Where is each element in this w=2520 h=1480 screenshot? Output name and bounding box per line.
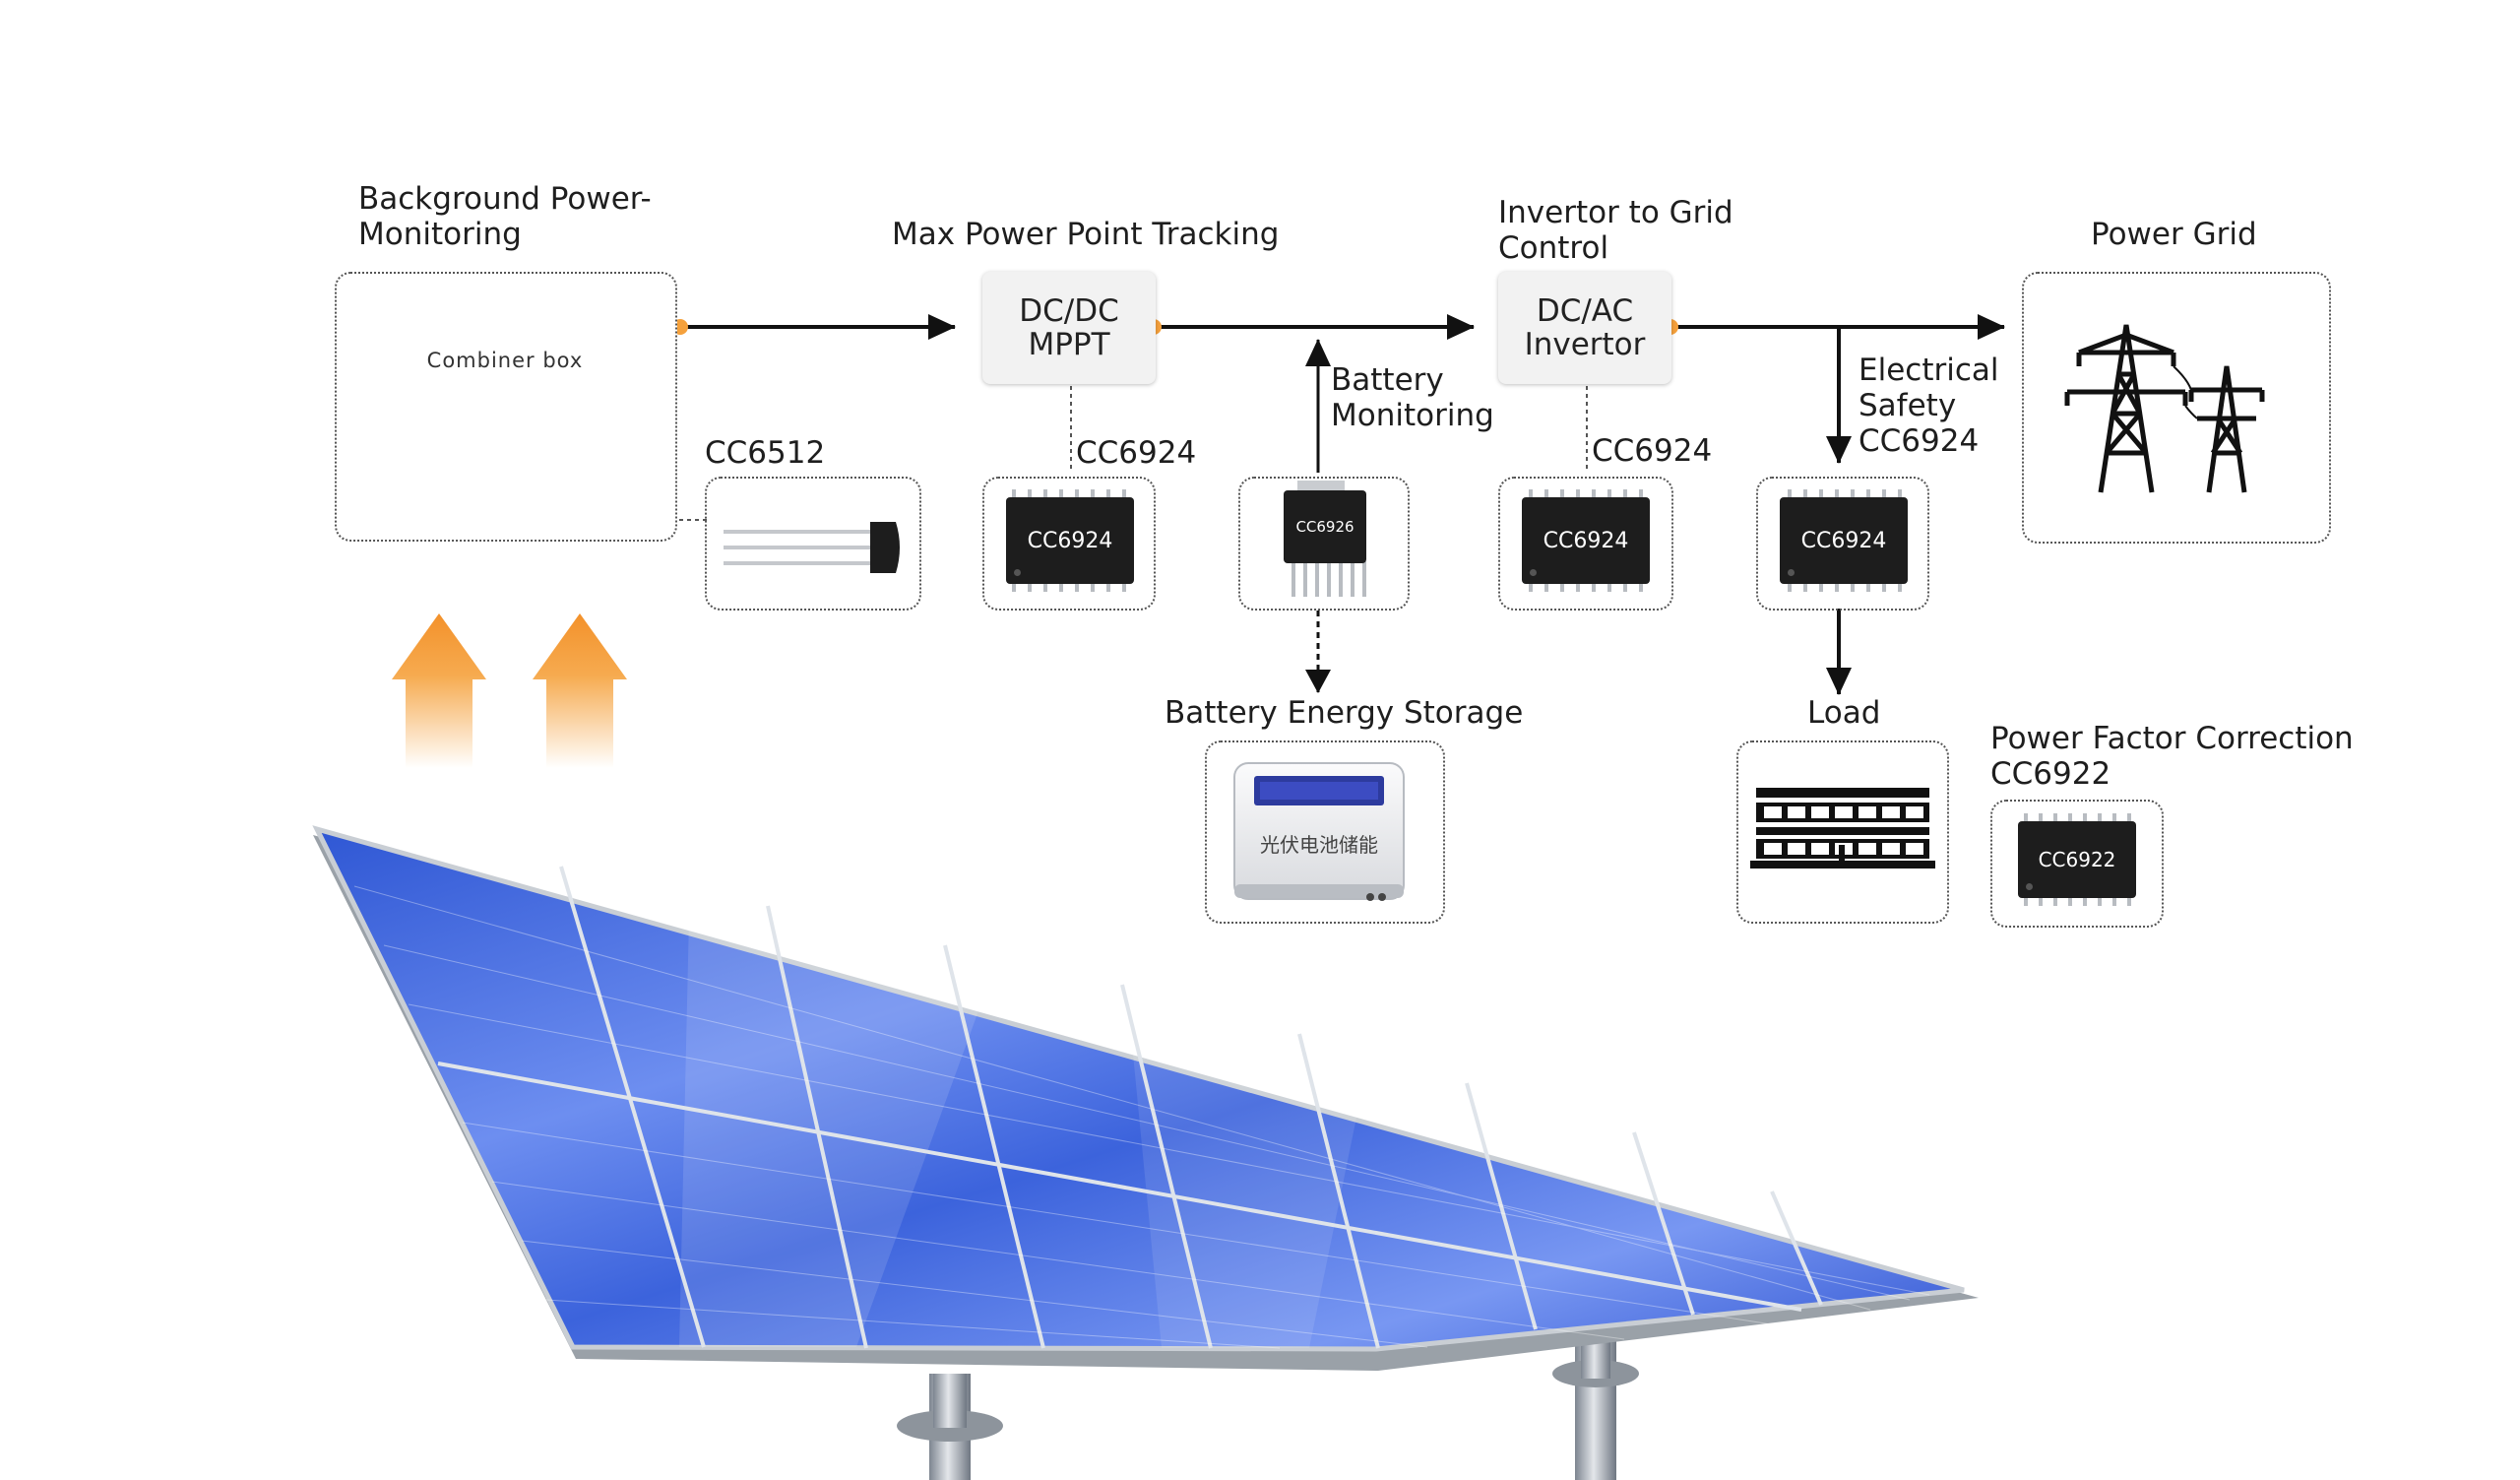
safety-chip: CC6924 (1780, 497, 1908, 584)
safety-chip-frame (1756, 477, 1929, 611)
heat-arrow-left (392, 613, 486, 768)
safety-chip-text: CC6924 (1800, 528, 1887, 553)
solar-panel-illustration (312, 825, 1979, 1480)
mppt-label: Max Power Point Tracking (892, 217, 1280, 252)
battery-chip: CC6926 (1284, 490, 1366, 563)
sensor-illustration (724, 522, 900, 573)
invertor-control-label: Invertor to Grid Control (1498, 195, 1733, 266)
battery-chip-frame (1238, 477, 1410, 611)
chip-pins (1012, 489, 2131, 906)
battery-device-illustration (1233, 762, 1405, 901)
battery-device-text: 光伏电池储能 (1260, 833, 1378, 857)
mppt-chip: CC6924 (1006, 497, 1134, 584)
dcdc-mppt-node: DC/DC MPPT (982, 272, 1156, 384)
load-frame (1736, 740, 1949, 924)
pfc-chip-text: CC6922 (2038, 848, 2116, 871)
panel-face (312, 825, 1965, 1352)
mppt-chip-text: CC6924 (1027, 528, 1113, 553)
transmission-tower-icon (2064, 324, 2265, 493)
mppt-chip-label: CC6924 (1076, 435, 1197, 471)
mppt-chip-frame (982, 477, 1156, 611)
battery-storage-label: Battery Energy Storage (1165, 695, 1524, 731)
heat-arrows (392, 613, 627, 768)
battery-chip-text: CC6926 (1295, 518, 1354, 536)
pfc-chip-frame (1990, 800, 2164, 928)
battery-storage-arrowhead (1305, 670, 1331, 693)
dcac-invertor-text: DC/AC Invertor (1524, 293, 1646, 362)
dcdc-mppt-text: DC/DC MPPT (1019, 293, 1119, 362)
power-grid-frame (2022, 272, 2331, 544)
invertor-chip-frame (1498, 477, 1673, 611)
dcac-invertor-node: DC/AC Invertor (1498, 272, 1671, 384)
combiner-frame (335, 272, 677, 542)
sensor-frame (705, 477, 921, 611)
leader-lines (679, 386, 1588, 521)
battery-storage-frame (1205, 740, 1445, 924)
load-label: Load (1807, 695, 1881, 731)
invertor-chip: CC6924 (1522, 497, 1650, 584)
panel-cell-grid (353, 885, 1930, 1349)
battery-monitoring-label: Battery Monitoring (1331, 362, 1494, 433)
invertor-chip-text: CC6924 (1543, 528, 1629, 553)
power-grid-label: Power Grid (2091, 217, 2257, 252)
heat-arrow-right (533, 613, 627, 768)
pfc-label: Power Factor Correction CC6922 (1990, 721, 2354, 792)
combiner-box-title: Combiner box (426, 349, 584, 372)
pfc-chip: CC6922 (2018, 821, 2136, 898)
sensor-chip-label: CC6512 (705, 435, 826, 471)
panel-module-grid (437, 866, 1823, 1349)
building-icon (1750, 788, 1935, 869)
background-monitoring-label: Background Power- Monitoring (358, 181, 652, 252)
electrical-safety-label: Electrical Safety CC6924 (1858, 353, 1999, 459)
invertor-chip-label: CC6924 (1592, 433, 1713, 469)
